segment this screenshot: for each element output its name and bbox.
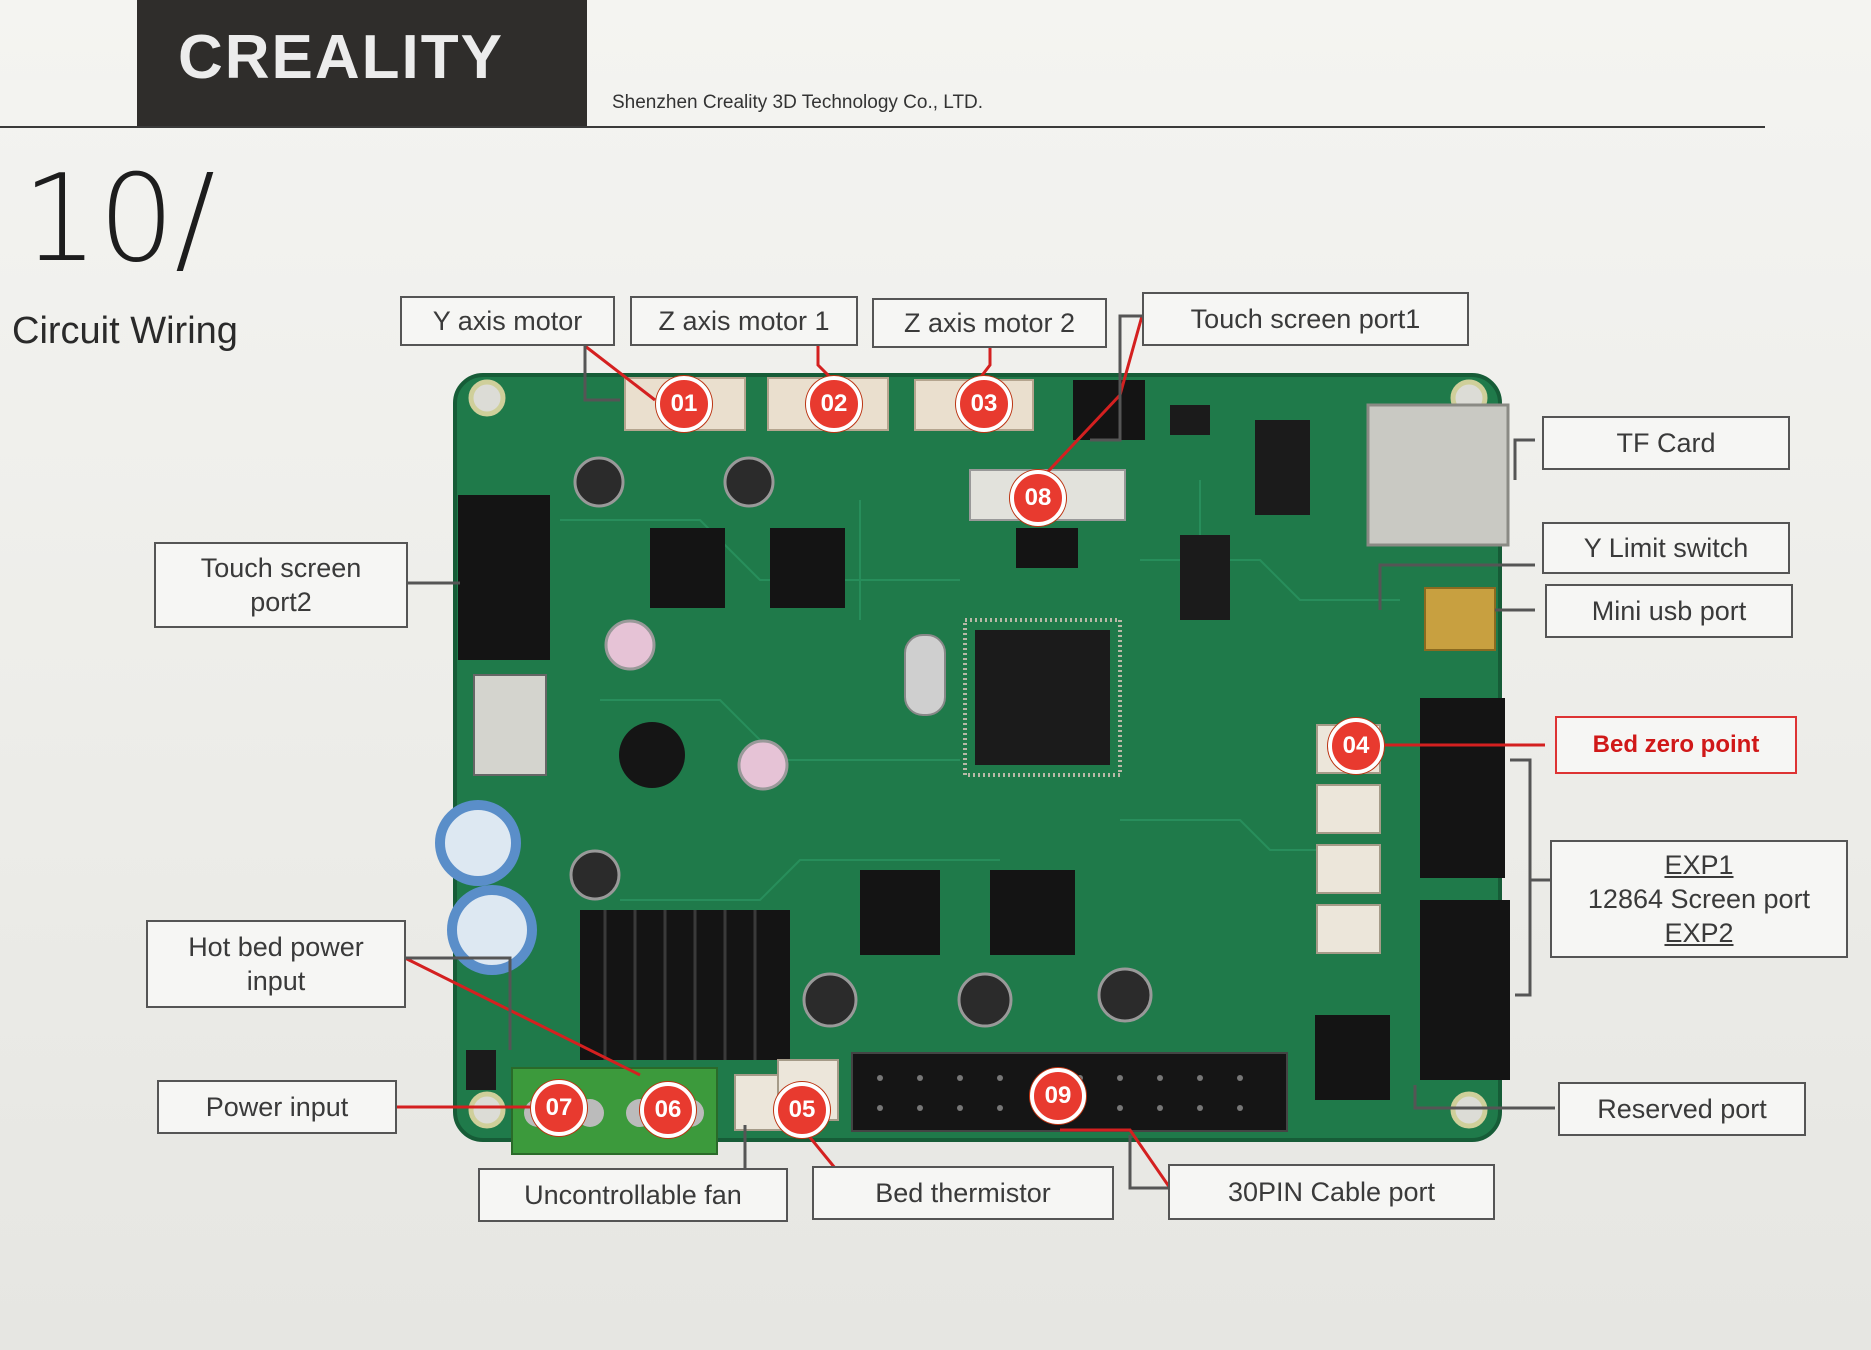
label-power-input: Power input [157,1080,397,1134]
label-bed-thermistor: Bed thermistor [812,1166,1114,1220]
exp1-header [1420,698,1505,878]
label-12864-screen-port: 12864 Screen port [1587,884,1811,914]
mounting-hole [468,379,506,417]
label-touch-screen-port2: Touch screen port2 [154,542,408,628]
badge-08: 08 [1010,470,1066,526]
label-touch-screen-port2-line2: port2 [250,587,312,617]
ic-chip [1180,535,1230,620]
leader-lines [395,314,1555,1190]
label-z-axis-motor-1: Z axis motor 1 [630,296,858,346]
label-touch-screen-port2-line1: Touch screen [200,553,362,583]
label-hot-bed-power-line1: Hot bed power [188,932,364,962]
brand-logo: CREALITY [178,23,504,92]
badge-02: 02 [806,376,862,432]
label-hot-bed-power-line2: input [246,966,306,996]
mounting-hole [468,1091,506,1129]
mounting-hole [1450,1091,1488,1129]
label-y-limit-switch: Y Limit switch [1542,522,1790,574]
label-bed-zero-point: Bed zero point [1555,716,1797,774]
badge-01: 01 [656,376,712,432]
touch-screen-port2-header [458,495,550,660]
label-30pin-cable-port: 30PIN Cable port [1168,1164,1495,1220]
exp2-header [1420,900,1510,1080]
tf-card-slot [1366,403,1510,547]
crystal [904,634,946,716]
label-touch-screen-port1: Touch screen port1 [1142,292,1469,346]
ic-chip [1255,420,1310,515]
label-tf-card: TF Card [1542,416,1790,470]
badge-06: 06 [640,1082,696,1138]
badge-07: 07 [531,1080,587,1136]
capacitors [435,456,1153,1028]
page-number: 10/ [22,150,216,289]
label-screen-ports: EXP1 12864 Screen port EXP2 [1550,840,1848,958]
label-hot-bed-power-input: Hot bed power input [146,920,406,1008]
label-exp2: EXP2 [1664,918,1734,948]
label-mini-usb-port: Mini usb port [1545,584,1793,638]
label-y-axis-motor: Y axis motor [400,296,615,346]
page-title: Circuit Wiring [12,310,238,352]
mcu-chip [975,630,1110,765]
badge-03: 03 [956,376,1012,432]
header-rule [0,126,1765,128]
touch-screen-port1-header [1073,380,1145,440]
badge-09: 09 [1030,1068,1086,1124]
badge-04: 04 [1328,718,1384,774]
label-uncontrollable-fan: Uncontrollable fan [478,1168,788,1222]
label-reserved-port: Reserved port [1558,1082,1806,1136]
company-name: Shenzhen Creality 3D Technology Co., LTD… [612,92,984,113]
label-z-axis-motor-2: Z axis motor 2 [872,298,1107,348]
mini-usb-connector [1424,587,1496,651]
badge-05: 05 [774,1082,830,1138]
label-exp1: EXP1 [1664,850,1734,880]
brand-banner [137,0,587,128]
